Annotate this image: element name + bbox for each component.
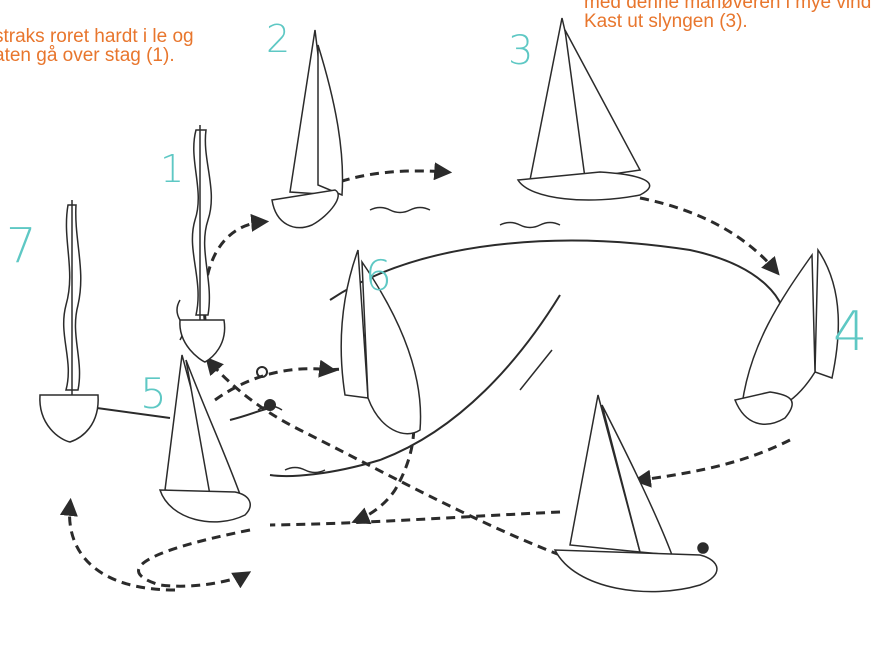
- course-line-5-loop: [138, 530, 250, 586]
- boat-number-labels: 1 2 3 4 5 6 7: [6, 17, 867, 418]
- boat-number-6: 6: [365, 251, 392, 300]
- boat-1-hull: [180, 320, 225, 362]
- rescue-boat: [555, 395, 717, 592]
- boat-number-2: 2: [266, 17, 290, 61]
- boat-number-3: 3: [508, 28, 533, 74]
- wave-1: [370, 208, 430, 213]
- course-line-4-to-boat: [640, 440, 790, 480]
- boat-number-4: 4: [833, 300, 867, 363]
- course-line-boat-to-5: [270, 512, 560, 525]
- boat-1: [180, 125, 225, 362]
- course-line-1-to-2: [204, 222, 262, 320]
- course-lines: [70, 171, 790, 590]
- boat-4: [735, 250, 838, 424]
- boat-1-sail: [192, 130, 211, 315]
- boat-4-mainsail: [742, 255, 815, 411]
- boat-2-jib: [318, 45, 343, 195]
- boat-number-1: 1: [160, 147, 184, 191]
- boat-7-hull: [40, 395, 98, 442]
- wave-4: [285, 468, 325, 473]
- big-loop-line: [330, 241, 786, 330]
- boat-2-hull: [272, 190, 338, 228]
- wave-2: [500, 223, 560, 228]
- boat-number-5: 5: [140, 369, 167, 418]
- course-line-loop-to-7: [70, 505, 175, 590]
- boat-5: [160, 355, 250, 522]
- boat-3: [518, 18, 650, 200]
- wave-3: [520, 350, 552, 390]
- rescue-boat-hull: [555, 550, 717, 592]
- boat-5-hull: [160, 490, 250, 522]
- course-line-5-to-6: [215, 369, 330, 400]
- boat-7: [40, 200, 98, 442]
- line-5-to-buoy: [230, 408, 270, 420]
- boat-number-7: 7: [6, 218, 37, 274]
- rescue-boat-person-icon: [698, 543, 708, 553]
- course-line-3-to-4: [640, 198, 775, 270]
